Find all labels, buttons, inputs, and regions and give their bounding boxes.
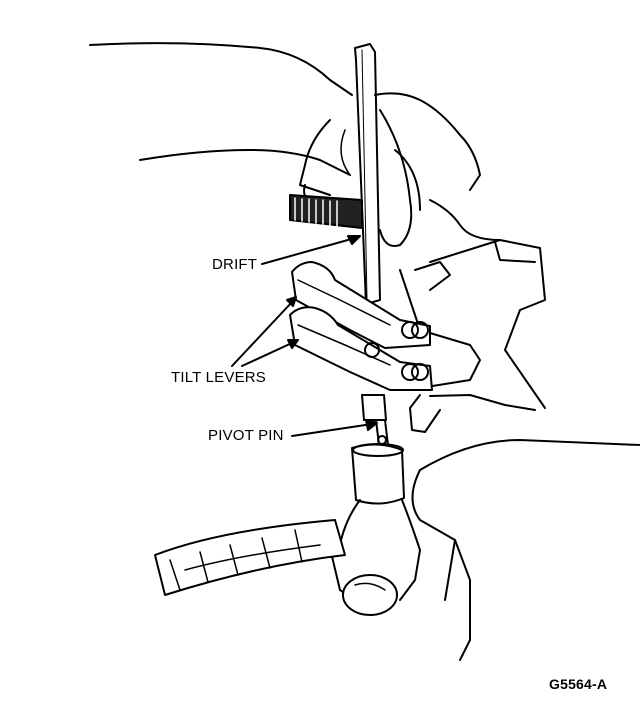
figure-code: G5564-A (549, 676, 608, 692)
drift-tool (354, 43, 381, 305)
leader-lines (231, 235, 378, 437)
pivot-pin-label: PIVOT PIN (208, 427, 284, 444)
drift-label: DRIFT (212, 256, 258, 273)
tilt-levers-label: TILT LEVERS (171, 369, 267, 386)
column-housing (399, 239, 640, 661)
hammer (154, 443, 421, 616)
hand (89, 42, 501, 247)
upper-tilt-lever (291, 261, 431, 349)
lower-tilt-lever (289, 306, 433, 391)
